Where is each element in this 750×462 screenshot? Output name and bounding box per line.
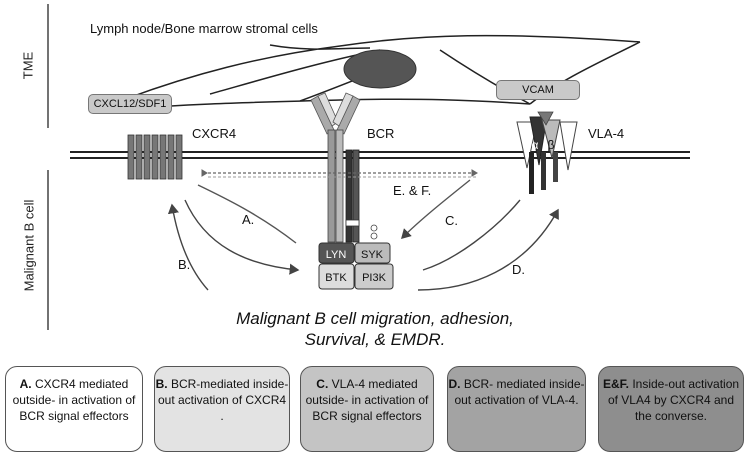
malignant-b-cell-label: Malignant B cell — [21, 199, 37, 292]
legend-text-ef: Inside-out activation of VLA4 by CXCR4 a… — [607, 377, 740, 423]
legend-text-a: CXCR4 mediated outside- in activation of… — [12, 377, 136, 423]
legend-box-d: D. BCR- mediated inside- out activation … — [447, 366, 586, 452]
legend-key-ef: E&F. — [602, 377, 629, 391]
legend-box-c: C. VLA-4 mediated outside- in activation… — [300, 366, 434, 452]
legend-text-d: BCR- mediated inside- out activation of … — [454, 377, 585, 407]
legend-box-a: A. CXCR4 mediated outside- in activation… — [5, 366, 143, 452]
cxcr4-receptor — [127, 134, 183, 180]
syk-kinase — [354, 242, 391, 264]
ef-label: E. & F. — [393, 183, 432, 198]
cxcr4-label: CXCR4 — [192, 126, 237, 141]
alpha-label: α — [532, 138, 539, 152]
tme-label: TME — [20, 51, 36, 80]
b-label: B. — [178, 257, 191, 272]
kinase-cluster: LYN SYK BTK PI3K — [318, 242, 394, 290]
lyn-label: LYN — [326, 249, 347, 261]
legend-key-a: A. — [19, 377, 32, 391]
legend-text-c: VLA-4 mediated outside- in activation of… — [305, 377, 429, 423]
beta-label: β — [548, 138, 555, 152]
legend-box-b: B. BCR-mediated inside- out activation o… — [154, 366, 290, 452]
bcr-receptor — [310, 92, 378, 243]
arrow-b-arc — [167, 203, 209, 291]
bcr-label: BCR — [367, 126, 395, 141]
a-label: A. — [242, 212, 255, 227]
vcam-tag: VCAM — [496, 80, 580, 100]
caption-line-2: Survival, & EMDR. — [304, 330, 446, 349]
legend-box-ef: E&F. Inside-out activation of VLA4 by CX… — [598, 366, 744, 452]
pi3k-kinase — [354, 263, 394, 290]
vla4-label: VLA-4 — [588, 126, 625, 141]
syk-label: SYK — [361, 249, 384, 261]
arrow-c-arc — [422, 199, 521, 271]
stroma-label: Lymph node/Bone marrow stromal cells — [90, 21, 318, 36]
legend-text-b: BCR-mediated inside- out activation of C… — [157, 377, 289, 423]
caption-line-1: Malignant B cell migration, adhesion, — [236, 309, 514, 328]
arrow-a-arc — [184, 199, 300, 275]
d-label: D. — [512, 262, 525, 277]
arrow-d-arc — [417, 208, 559, 291]
c-label: C. — [445, 213, 458, 228]
legend-key-d: D. — [448, 377, 461, 391]
btk-kinase — [318, 263, 355, 290]
cxcl12-tag: CXCL12/SDF1 — [88, 94, 172, 114]
vla4-integrin: α β — [516, 111, 578, 194]
arrow-c-down — [401, 179, 471, 239]
pi3k-label: PI3K — [362, 272, 387, 284]
btk-label: BTK — [325, 272, 347, 284]
stromal-cell — [91, 34, 641, 113]
lyn-kinase — [318, 242, 355, 264]
arrow-a-top — [197, 184, 297, 244]
stromal-nucleus — [343, 49, 417, 89]
legend-key-b: B. — [155, 377, 168, 391]
legend-key-c: C. — [316, 377, 329, 391]
